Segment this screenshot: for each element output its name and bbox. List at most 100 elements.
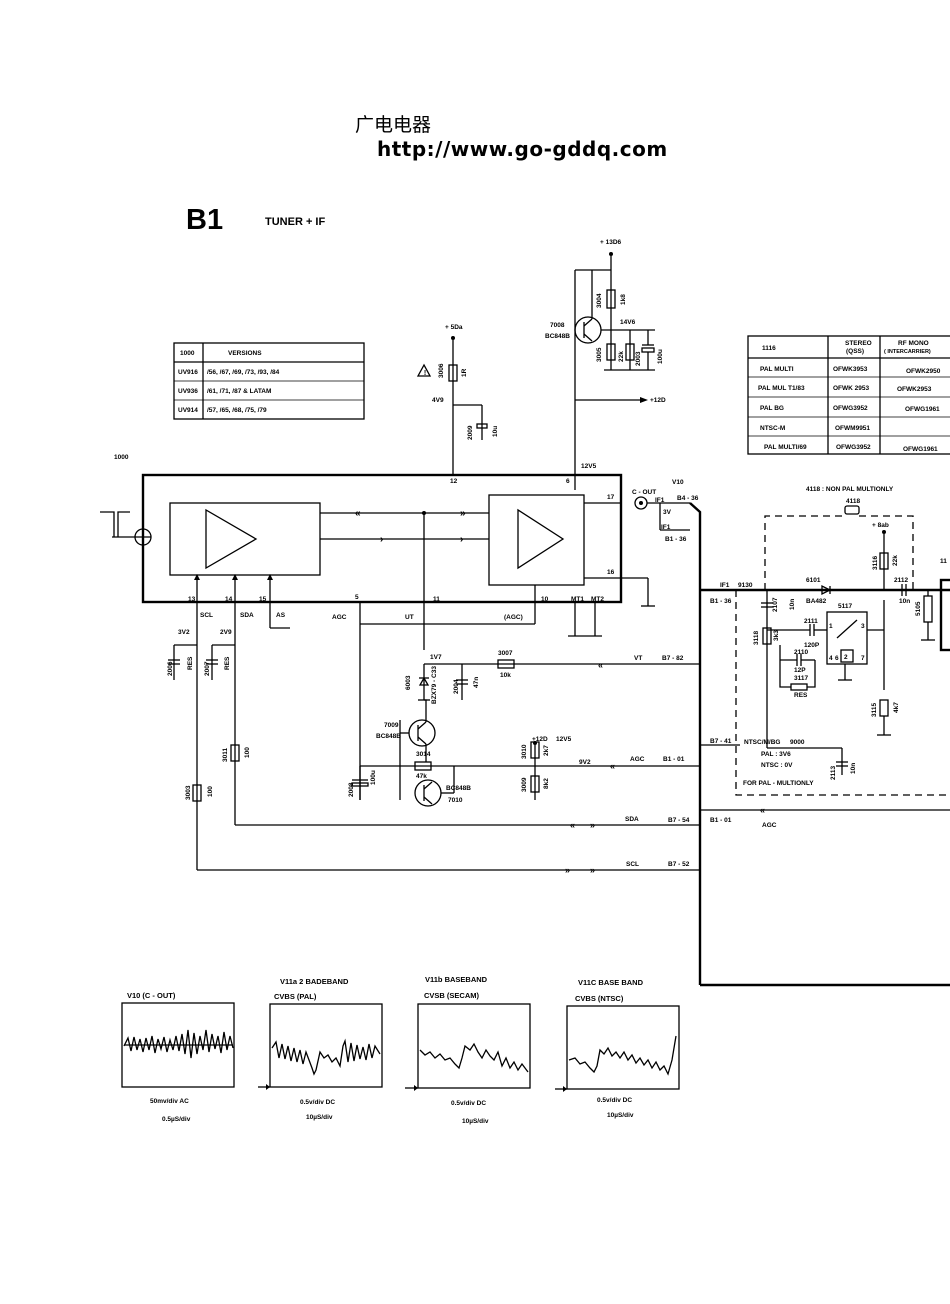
resistor-3117 — [790, 683, 808, 691]
label-b7-54: B7 - 54 — [668, 817, 690, 824]
label-5117: 5117 — [838, 603, 852, 610]
svg-text:›: › — [380, 534, 383, 545]
supply-section: + 13D6 3004 1k8 7008 BC848B 14V6 3005 22… — [114, 239, 666, 490]
versions-header-code: 1000 — [180, 350, 195, 357]
scope-screen — [566, 1005, 680, 1090]
label-7008-type: BC848B — [545, 333, 570, 340]
resistor-3007 — [497, 659, 515, 669]
scope-panel-2: V11a 2 BADEBAND CVBS (PAL) 0.5v/div DC 1… — [258, 977, 383, 1121]
scope-title: V11C BASE BAND — [578, 978, 644, 987]
label-2006: 2006 — [167, 661, 174, 676]
label-if1b: IF1 — [661, 524, 671, 531]
scope-waveform — [271, 1038, 381, 1076]
label-7010: 7010 — [448, 797, 463, 804]
label-14v6: 14V6 — [620, 319, 636, 326]
transistor-7009 — [408, 719, 436, 747]
resistor-3003 — [192, 784, 202, 802]
label-2007: 2007 — [204, 661, 211, 676]
label-3118: 3118 — [753, 631, 760, 645]
label-b1-36a: B1 - 36 — [665, 536, 687, 543]
label-agc-right: AGC — [762, 822, 777, 829]
label-if1c: IF1 — [720, 582, 730, 589]
label-sda-out: SDA — [625, 816, 639, 823]
label-cout: C - OUT — [632, 489, 656, 496]
label-2107-value: 10n — [789, 599, 796, 610]
label-2110-value: 12P — [794, 667, 806, 674]
scope-scale-v: 50mv/div AC — [150, 1098, 189, 1105]
label-2110: 2110 — [794, 649, 808, 656]
filter-row-mono: OFWG1961 — [905, 406, 940, 413]
label-4v9: 4V9 — [432, 397, 444, 404]
label-scl-out: SCL — [626, 861, 639, 868]
scope-title: V11b BASEBAND — [425, 975, 488, 984]
scope-title: V10 (C - OUT) — [127, 991, 176, 1000]
label-ntsc-bg: NTSC/M/BG — [744, 739, 780, 746]
label-3007: 3007 — [498, 650, 513, 657]
filter-row-mono: OFWK2950 — [906, 368, 941, 375]
scope-subtitle: CVBS (NTSC) — [575, 994, 624, 1003]
resistor-3118 — [762, 627, 772, 645]
label-2008-value: 100u — [370, 770, 377, 785]
scope-waveform — [123, 1029, 234, 1059]
tuner-module: 12 6 « » › › 17 16 13 14 15 5 11 10 MT1 … — [100, 473, 655, 650]
control-lines: SCL SDA AS AGC UT (AGC) 3V2 2V9 2006 RES… — [167, 602, 700, 875]
label-3004-value: 1k8 — [620, 294, 627, 305]
pin-13: 13 — [188, 596, 196, 603]
note-4118: 4118 : NON PAL MULTIONLY — [806, 486, 894, 493]
label-2008: 2008 — [348, 782, 355, 797]
versions-row-code: UV914 — [178, 407, 198, 414]
label-3116: 3116 — [872, 556, 879, 570]
website-url[interactable]: http://www.go-gddq.com — [377, 137, 668, 161]
filter-row-mono: OFWK2953 — [897, 386, 932, 393]
label-3003: 3003 — [185, 785, 192, 800]
scope-screen — [417, 1003, 531, 1089]
rf-stage-block — [169, 502, 321, 576]
svg-text:«: « — [355, 508, 361, 519]
warning-icon — [416, 363, 432, 377]
link-4118 — [844, 505, 860, 515]
filter-header-qss: (QSS) — [846, 348, 864, 355]
label-2009-value: 10u — [492, 426, 499, 437]
label-3014: 3014 — [416, 751, 431, 758]
label-3006: 3006 — [438, 363, 445, 378]
svg-text:«: « — [760, 805, 765, 815]
capacitor-2003 — [641, 347, 655, 353]
pin-1: 1 — [829, 623, 833, 630]
svg-text:«: « — [598, 660, 603, 670]
label-7010-type: BC848B — [446, 785, 471, 792]
label-6003-value: BZX79 - C33 — [431, 666, 438, 704]
scope-waveform — [568, 1035, 677, 1076]
svg-text:»: » — [460, 508, 466, 519]
versions-row-list: /56, /67, /69, /73, /93, /84 — [207, 369, 280, 376]
label-3117: 3117 — [794, 675, 808, 682]
filter-table: 1116 STEREO (QSS) RF MONO ( INTERCARRIER… — [747, 335, 950, 455]
versions-row-list: /61, /71, /87 & LATAM — [207, 388, 271, 395]
scope-scale-t: 10µS/div — [306, 1114, 333, 1121]
pin-15: 15 — [259, 596, 267, 603]
label-1000: 1000 — [114, 454, 129, 461]
svg-text:«: « — [570, 820, 575, 830]
resistor-22k-b — [879, 552, 889, 570]
label-2107: 2107 — [772, 597, 779, 612]
resistor-3004 — [606, 289, 616, 309]
svg-text:!: ! — [424, 370, 426, 377]
label-b1-01b: B1 - 01 — [710, 817, 732, 824]
label-2113: 2113 — [830, 766, 837, 780]
scope-screen — [121, 1002, 235, 1088]
tuning-section: 1V7 6003 BZX79 - C33 2004 47n 3007 10k V… — [405, 650, 700, 704]
pin-mt2: MT2 — [591, 596, 604, 603]
scope-scale-v: 0.5v/div DC — [597, 1097, 632, 1104]
label-3005: 3005 — [596, 347, 603, 362]
label-as: AS — [276, 612, 286, 619]
chinese-title: 广电电器 — [355, 114, 432, 136]
scope-scale-t: 10µS/div — [607, 1112, 634, 1119]
label-7008: 7008 — [550, 322, 565, 329]
svg-text:«: « — [610, 761, 615, 771]
label-b1-36b: B1 - 36 — [710, 598, 732, 605]
label-2v9: 2V9 — [220, 629, 232, 636]
label-3115: 3115 — [871, 703, 878, 717]
if-stage-block — [488, 494, 585, 586]
label-7009: 7009 — [384, 722, 399, 729]
label-2112: 2112 — [894, 577, 908, 584]
pin-4: 4 — [829, 655, 833, 662]
